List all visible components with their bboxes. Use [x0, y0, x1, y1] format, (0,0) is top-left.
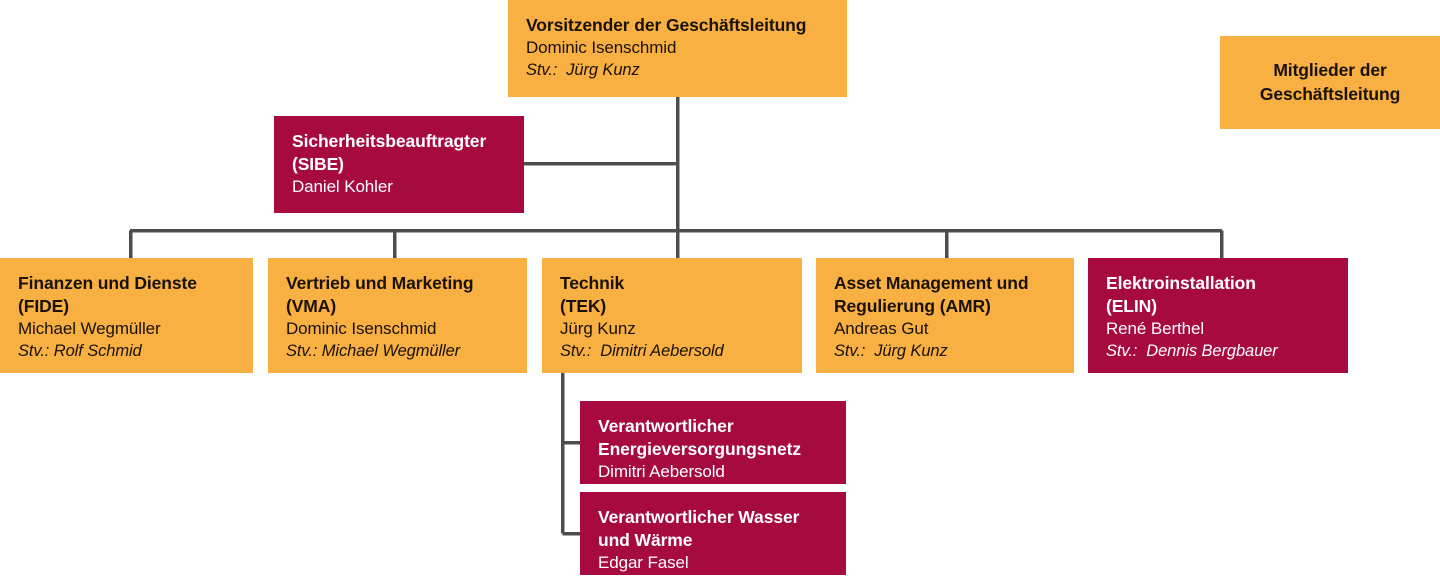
node-energy-net[interactable]: Verantwortlicher Energieversorgungsnetz …: [580, 401, 846, 484]
node-energy-net-person: Dimitri Aebersold: [598, 462, 725, 482]
node-fide-person: Michael Wegmüller: [18, 319, 161, 339]
node-tek-person: Jürg Kunz: [560, 319, 636, 339]
node-water-heat-person: Edgar Fasel: [598, 553, 689, 573]
node-fide[interactable]: Finanzen und Dienste (FIDE) Michael Wegm…: [0, 258, 253, 373]
node-vma-person: Dominic Isenschmid: [286, 319, 437, 339]
node-fide-title: Finanzen und Dienste (FIDE): [18, 273, 197, 317]
node-vma-deputy: Stv.: Michael Wegmüller: [286, 341, 461, 360]
node-amr-title: Asset Management und Regulierung (AMR): [834, 273, 1029, 317]
node-ceo-person: Dominic Isenschmid: [526, 38, 677, 58]
node-energy-net-title: Verantwortlicher Energieversorgungsnetz: [598, 416, 801, 460]
node-elin-person: René Berthel: [1106, 319, 1205, 339]
node-water-heat[interactable]: Verantwortlicher Wasser und Wärme Edgar …: [580, 492, 846, 575]
node-tek-title: Technik (TEK): [560, 273, 625, 317]
node-tek[interactable]: Technik (TEK) Jürg Kunz Stv.: Dimitri Ae…: [542, 258, 802, 373]
node-amr-person: Andreas Gut: [834, 319, 929, 339]
node-amr[interactable]: Asset Management und Regulierung (AMR) A…: [816, 258, 1074, 373]
node-vma[interactable]: Vertrieb und Marketing (VMA) Dominic Ise…: [268, 258, 527, 373]
node-sibe-person: Daniel Kohler: [292, 177, 393, 197]
node-sibe-title: Sicherheitsbeauftragter (SIBE): [292, 131, 487, 175]
node-elin-deputy: Stv.: Dennis Bergbauer: [1106, 341, 1278, 360]
node-water-heat-title: Verantwortlicher Wasser und Wärme: [598, 507, 800, 551]
node-fide-deputy: Stv.: Rolf Schmid: [18, 341, 142, 360]
node-ceo[interactable]: Vorsitzender der Geschäftsleitung Domini…: [508, 0, 847, 97]
node-vma-title: Vertrieb und Marketing (VMA): [286, 273, 474, 317]
node-elin-title: Elektroinstallation (ELIN): [1106, 273, 1256, 317]
node-elin[interactable]: Elektroinstallation (ELIN) René Berthel …: [1088, 258, 1348, 373]
node-tek-deputy: Stv.: Dimitri Aebersold: [560, 341, 724, 360]
legend-management-members: Mitglieder der Geschäftsleitung: [1220, 36, 1440, 129]
legend-label: Mitglieder der Geschäftsleitung: [1259, 60, 1401, 104]
node-sibe[interactable]: Sicherheitsbeauftragter (SIBE) Daniel Ko…: [274, 116, 524, 213]
node-ceo-deputy: Stv.: Jürg Kunz: [526, 60, 640, 79]
node-ceo-title: Vorsitzender der Geschäftsleitung: [526, 15, 807, 35]
node-amr-deputy: Stv.: Jürg Kunz: [834, 341, 948, 360]
